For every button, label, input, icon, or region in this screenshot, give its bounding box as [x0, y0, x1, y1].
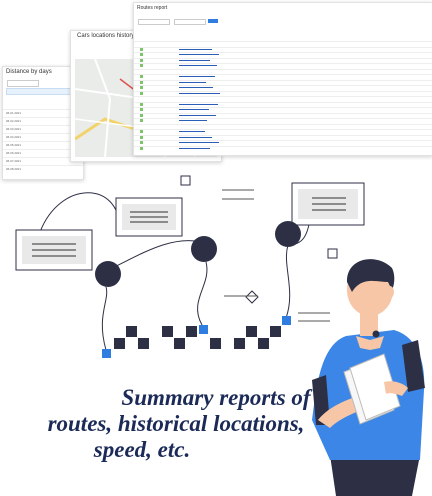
accent-square-1 [102, 349, 111, 358]
distance-row-7: 06.07.2021 [6, 159, 22, 163]
route-row-divider [134, 90, 432, 92]
route-status-icon [140, 91, 143, 95]
route-link-bar[interactable] [179, 136, 212, 138]
route-status-icon [140, 58, 143, 62]
route-link-bar[interactable] [179, 81, 206, 83]
distance-row-8: 06.08.2021 [6, 167, 22, 171]
accent-square-2 [199, 325, 208, 334]
routes-submit-button[interactable] [208, 19, 218, 23]
route-status-icon [140, 53, 143, 56]
distance-row-5: 06.05.2021 [6, 143, 22, 147]
route-status-icon [140, 113, 143, 117]
route-link-bar[interactable] [179, 92, 220, 94]
distance-row-1: 06.01.2021 [6, 111, 22, 115]
node-circle-3 [275, 221, 301, 247]
locations-report-title: Cars locations history [77, 33, 135, 39]
route-row-divider [134, 101, 432, 103]
route-row-divider [134, 140, 432, 141]
distance-row-3: 06.03.2021 [6, 127, 22, 131]
route-row-divider [134, 129, 432, 130]
distance-report-title: Distance by days [6, 69, 52, 75]
route-row-divider [134, 52, 432, 53]
illustration-card-middle [115, 197, 183, 237]
illustration-card-right [291, 182, 365, 226]
square-outline-icon-2 [327, 248, 338, 259]
route-row-divider [134, 79, 432, 81]
checker-pattern [114, 326, 281, 349]
route-status-icon [140, 141, 143, 144]
filter-input [7, 80, 39, 87]
illustration-card-left [15, 229, 93, 271]
routes-filter-input-2 [174, 19, 206, 25]
route-row-divider [134, 41, 432, 42]
route-link-bar[interactable] [179, 103, 218, 105]
route-row-divider [134, 134, 432, 136]
route-link-bar[interactable] [179, 87, 213, 88]
caption-line-2: routes, historical locations, [47, 411, 305, 436]
route-link-bar[interactable] [179, 147, 210, 149]
square-outline-icon [180, 175, 191, 186]
route-status-icon [140, 75, 143, 78]
route-row-divider [134, 123, 432, 125]
route-link-bar[interactable] [179, 120, 207, 121]
routes-report-card: Routes report [133, 2, 432, 156]
node-circle-2 [191, 236, 217, 262]
route-status-icon [140, 130, 143, 133]
distance-row-6: 06.06.2021 [6, 151, 22, 155]
route-row-divider [134, 46, 432, 48]
route-status-icon [140, 102, 143, 106]
route-status-icon [140, 146, 143, 150]
route-status-icon [140, 64, 143, 67]
route-status-icon [140, 47, 143, 51]
person-illustration [312, 259, 425, 496]
diamond-outline-icon [245, 290, 259, 304]
route-link-bar[interactable] [179, 142, 219, 143]
accent-square-3 [282, 316, 291, 325]
route-link-bar[interactable] [179, 48, 212, 50]
route-link-bar[interactable] [179, 109, 209, 110]
node-circle-1 [95, 261, 121, 287]
route-status-icon [140, 119, 143, 122]
routes-filter-input [138, 19, 170, 25]
route-row-divider [134, 85, 432, 86]
caption-line-3: speed, etc. [93, 437, 191, 462]
route-row-divider [134, 57, 432, 59]
route-link-bar[interactable] [179, 54, 219, 55]
caption-line-1: Summary reports of [121, 385, 311, 410]
distance-row-4: 06.04.2021 [6, 135, 22, 139]
routes-report-title: Routes report [137, 5, 168, 11]
route-row-divider [134, 96, 432, 97]
route-status-icon [140, 80, 143, 84]
route-link-bar[interactable] [179, 59, 210, 61]
distance-row-2: 06.02.2021 [6, 119, 22, 123]
route-status-icon [140, 135, 143, 139]
route-status-icon [140, 108, 143, 111]
route-status-icon [140, 86, 143, 89]
route-row-divider [134, 68, 432, 70]
route-link-bar[interactable] [179, 65, 217, 66]
route-row-divider [134, 118, 432, 119]
route-row-divider [134, 74, 432, 75]
route-link-bar[interactable] [179, 131, 205, 132]
route-row-divider [134, 63, 432, 64]
route-link-bar[interactable] [179, 114, 216, 116]
route-row-divider [134, 107, 432, 108]
route-row-divider [134, 145, 432, 147]
route-link-bar[interactable] [179, 76, 215, 77]
route-row-divider [134, 112, 432, 114]
